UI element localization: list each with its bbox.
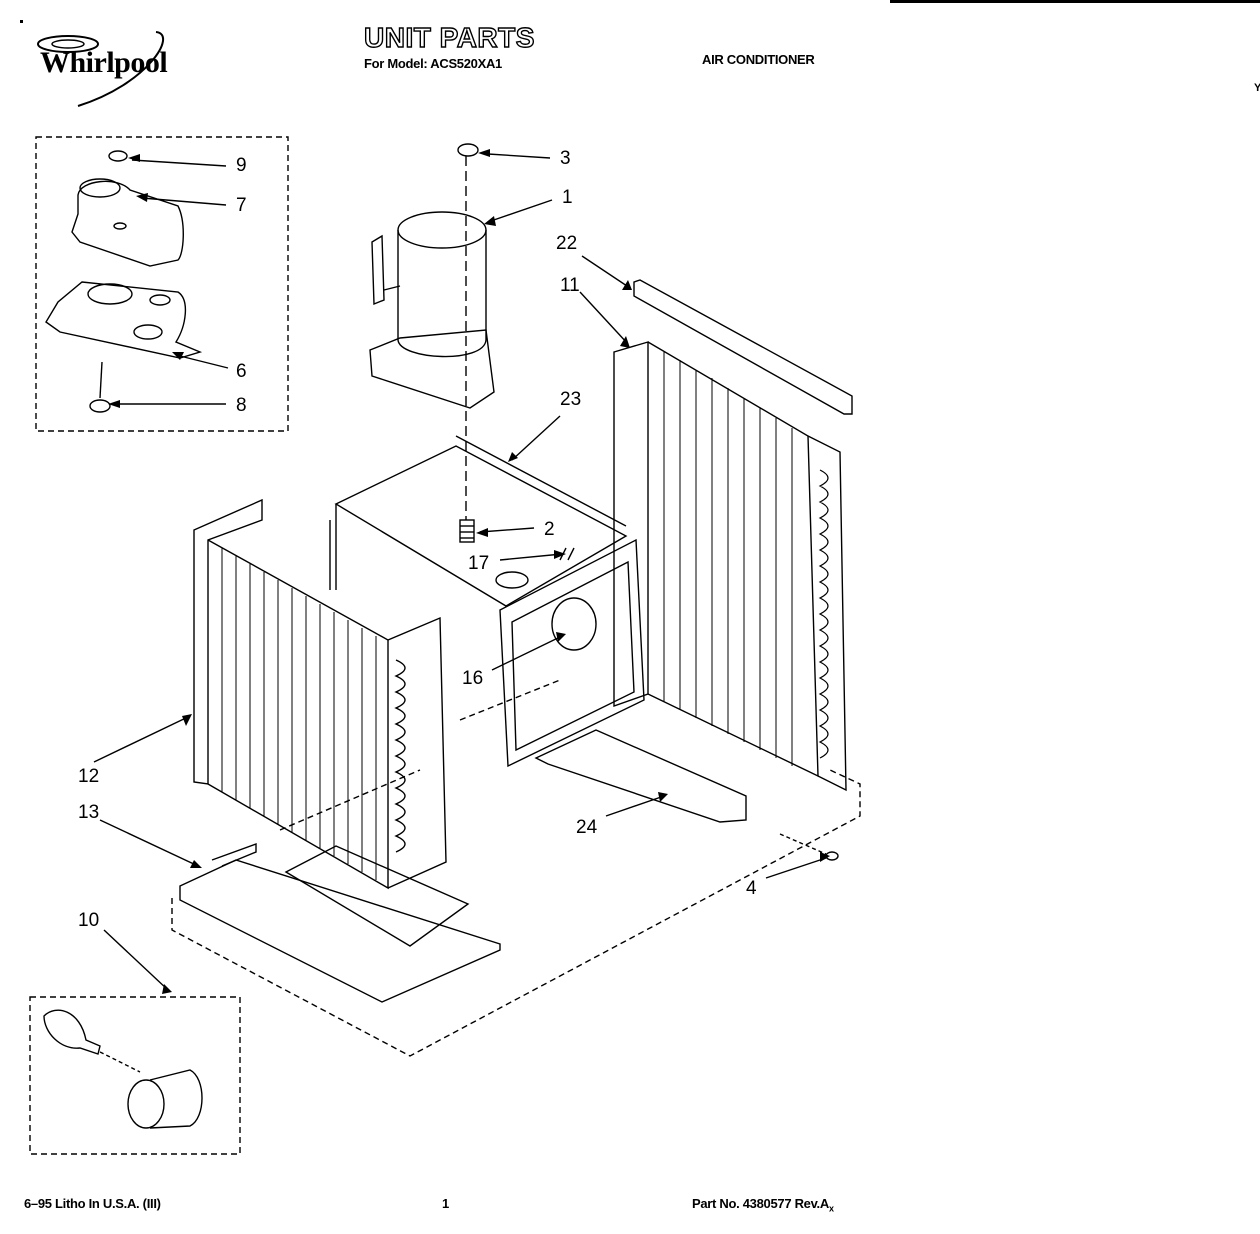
grommet-part xyxy=(108,150,128,162)
capacitor-kit-box xyxy=(29,996,241,1155)
mounting-plate-part xyxy=(45,281,203,359)
spring-mount-part xyxy=(459,519,475,543)
compressor-kit-box xyxy=(35,136,289,432)
capacitor-strap-part xyxy=(43,1009,101,1055)
gasket-ring-part xyxy=(551,597,597,651)
callout-label: 12 xyxy=(78,766,100,787)
product-name: AIR CONDITIONER xyxy=(702,52,815,67)
partition-part xyxy=(334,445,628,607)
page-number: 1 xyxy=(442,1196,449,1211)
callout-label: 23 xyxy=(560,389,582,410)
callout-label: 4 xyxy=(746,878,757,899)
callout-label: 2 xyxy=(544,519,555,540)
callout-label: 1 xyxy=(562,187,573,208)
compressor-part xyxy=(397,211,487,249)
support-channel-part xyxy=(534,729,747,823)
callout-label: 17 xyxy=(468,553,490,574)
corner-speck xyxy=(20,20,23,23)
bolt-part xyxy=(89,399,111,413)
condenser-coil-part xyxy=(613,341,649,707)
part-number-text: Part No. 4380577 Rev.A xyxy=(692,1196,829,1211)
edge-mark: Y xyxy=(1254,82,1260,94)
whirlpool-swirl-icon xyxy=(37,31,165,107)
page-title: UNIT PARTS xyxy=(363,21,535,53)
terminal-cover-part xyxy=(71,180,184,267)
callout-label: 16 xyxy=(462,668,484,689)
callout-label: 9 xyxy=(236,155,247,176)
top-grommet-part xyxy=(457,143,479,157)
capacitor-part xyxy=(127,1079,165,1129)
callout-label: 13 xyxy=(78,802,100,823)
evaporator-coil-part xyxy=(193,498,263,785)
brand-name: Whirlpool xyxy=(40,46,168,79)
model-line: For Model: ACS520XA1 xyxy=(364,56,502,71)
orifice-panel-part xyxy=(499,538,645,768)
callout-label: 10 xyxy=(78,910,100,931)
callout-label: 8 xyxy=(236,395,247,416)
litho-note: 6–95 Litho In U.S.A. (III) xyxy=(24,1196,161,1211)
part-number: Part No. 4380577 Rev.Ax xyxy=(692,1196,834,1214)
callout-label: 22 xyxy=(556,233,578,254)
callout-label: 7 xyxy=(236,195,247,216)
callout-label: 11 xyxy=(560,275,580,296)
top-rule xyxy=(890,0,1260,3)
drain-pan-part xyxy=(179,859,501,1003)
top-rail-part xyxy=(633,279,853,415)
callout-label: 24 xyxy=(576,817,598,838)
revision-subscript: x xyxy=(828,1203,834,1214)
callout-label: 6 xyxy=(236,361,247,382)
callout-label: 3 xyxy=(560,148,571,169)
